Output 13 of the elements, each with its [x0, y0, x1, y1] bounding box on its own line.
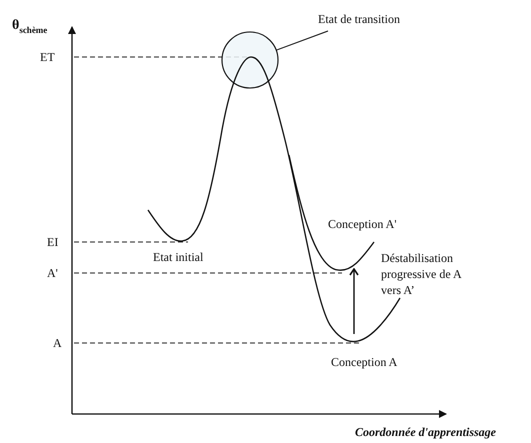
annotation-text: Déstabilisation progressive de A vers A’: [381, 250, 462, 298]
curve-label: Conception A': [328, 217, 396, 232]
level-label: ET: [40, 50, 55, 65]
level-label: A: [53, 336, 62, 351]
axis-title: Coordonnée d'apprentissage: [355, 425, 496, 440]
level-label: A': [47, 266, 58, 281]
curve-label: Etat initial: [153, 250, 204, 265]
level-label: EI: [47, 235, 58, 250]
curve-label: Conception A: [331, 355, 398, 370]
callout-label: Etat de transition: [318, 12, 400, 27]
highlight-circle: [221, 31, 279, 89]
axis-title: θ$_{schème}$: [12, 18, 48, 37]
leader-line: [276, 30, 328, 51]
